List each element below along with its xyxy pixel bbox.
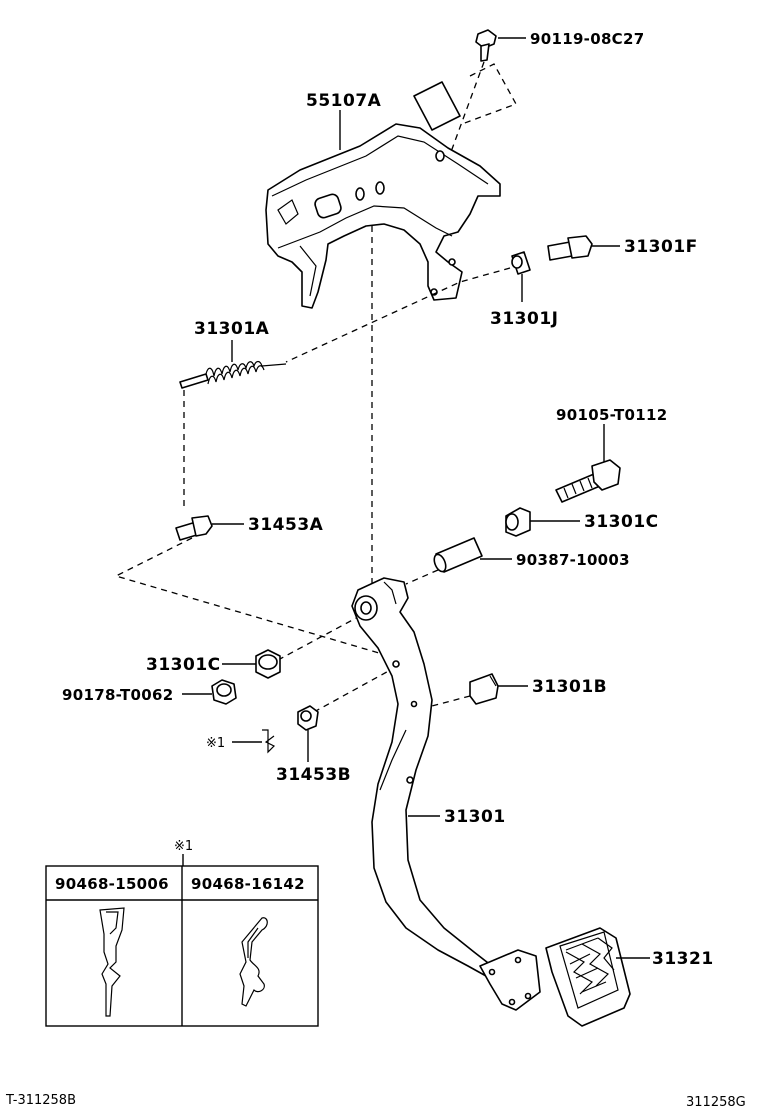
clip-90468-16142-icon: [239, 917, 268, 1007]
label-31453B: 31453B: [276, 765, 351, 785]
bushing-31301J[interactable]: [511, 251, 531, 275]
dash-pin-to-pedal: [114, 537, 397, 659]
label-90387: 90387-10003: [516, 551, 630, 569]
dash-spring-to-bracket: [285, 267, 511, 363]
label-31301B: 31301B: [532, 677, 607, 697]
label-90105: 90105-T0112: [556, 406, 668, 424]
dash-pin-b-to-pedal: [313, 667, 395, 713]
bushing-31301C-right[interactable]: [505, 507, 531, 537]
footer-right-code: 311258G: [686, 1095, 746, 1110]
dash-bushing-to-pedal: [277, 615, 361, 661]
pin-31453A[interactable]: [175, 515, 213, 541]
collar-90387-10003[interactable]: [432, 537, 483, 573]
table-col2: 90468-16142: [191, 875, 305, 893]
clip-table: ※1 90468-15006 90468-16142: [45, 839, 319, 1027]
pin-31453B[interactable]: [297, 705, 319, 731]
label-31301C-left: 31301C: [146, 655, 221, 675]
label-31301C-right: 31301C: [584, 512, 659, 532]
label-31321: 31321: [652, 949, 714, 969]
label-31453A: 31453A: [248, 515, 324, 535]
label-31301A: 31301A: [194, 319, 270, 339]
label-31301: 31301: [444, 807, 506, 827]
bolt-90105-T0112[interactable]: [555, 459, 621, 503]
dash-collar-to-pedal: [405, 569, 439, 585]
footer-left-code: T-311258B: [5, 1093, 76, 1108]
pedal-arm-31301[interactable]: [351, 577, 493, 977]
clip-90468-15006-icon: [99, 907, 125, 1017]
label-55107A: 55107A: [306, 91, 382, 111]
pedal-pad-31321[interactable]: [545, 927, 631, 1027]
dash-tab-outline: [461, 63, 517, 125]
table-col1: 90468-15006: [55, 875, 169, 893]
label-31301J: 31301J: [490, 309, 558, 329]
stopper-31301B[interactable]: [469, 673, 499, 705]
bracket-55107A[interactable]: [265, 123, 501, 309]
label-note-ref: ※1: [206, 736, 225, 751]
dash-stopper-to-pedal: [431, 695, 471, 707]
bracket-tab: [413, 81, 461, 131]
bolt-90119-08C27[interactable]: [475, 29, 497, 62]
bushing-31301C-left[interactable]: [255, 649, 281, 679]
table-mark: ※1: [174, 839, 193, 854]
clip-reference: [262, 729, 276, 754]
nut-90178-T0062[interactable]: [211, 679, 237, 705]
pedal-plate: [479, 949, 541, 1011]
label-90119: 90119-08C27: [530, 30, 644, 48]
bolt-31301F[interactable]: [547, 235, 593, 261]
label-90178: 90178-T0062: [62, 686, 174, 704]
label-31301F: 31301F: [624, 237, 698, 257]
spring-31301A[interactable]: [179, 360, 287, 389]
